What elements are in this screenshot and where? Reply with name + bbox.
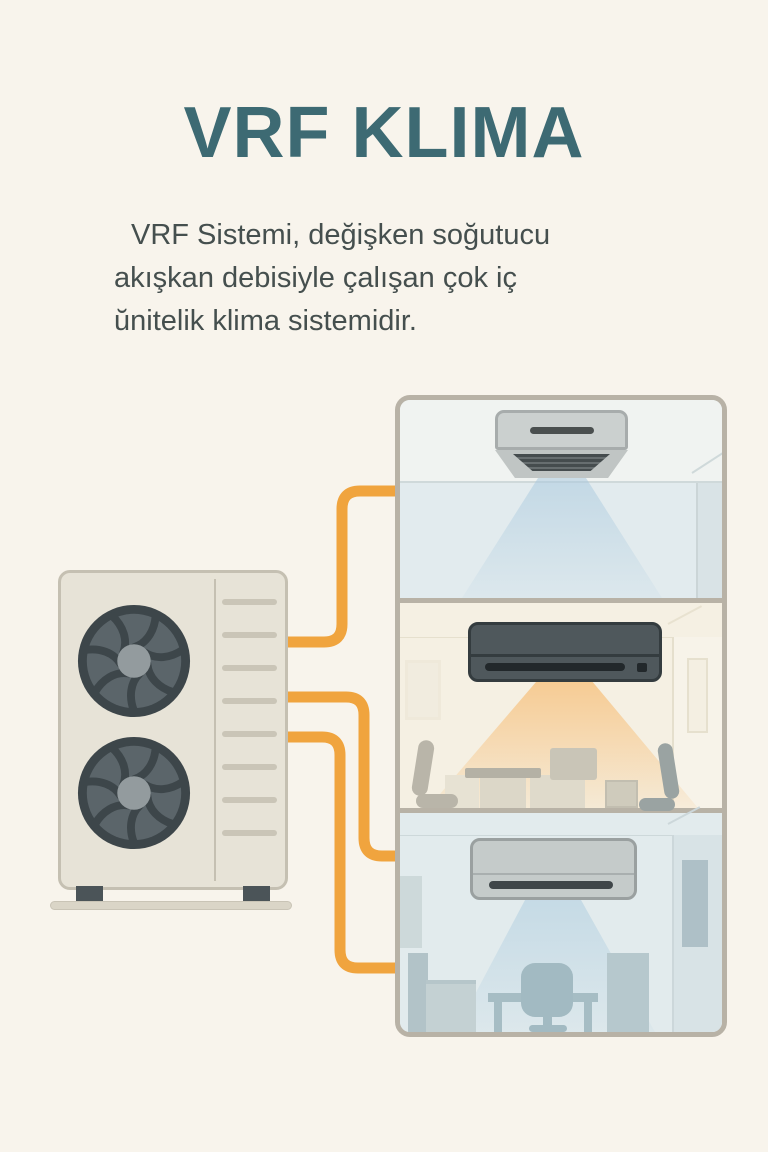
fan-icon (77, 604, 191, 718)
storage-box (550, 748, 597, 780)
picture-frame (400, 876, 422, 948)
wall-corner-line (667, 605, 703, 625)
outdoor-unit-foot (243, 886, 270, 903)
outdoor-unit (58, 570, 288, 890)
wall-unit-slot (489, 881, 613, 889)
wall-panel (682, 860, 708, 947)
ceiling-cassette-unit (495, 410, 628, 478)
chair-seat (416, 794, 458, 808)
grille-slat (222, 764, 277, 770)
wall-unit-slot (485, 663, 625, 671)
description-line-2: akışkan debisiyle çalışan çok iç (114, 262, 517, 294)
grille-slat (222, 731, 277, 737)
grille-slat (222, 797, 277, 803)
refrigerant-pipe-3 (286, 731, 402, 974)
wall-unit-vent-band (471, 654, 659, 679)
chair-seat (639, 798, 675, 811)
chair-back (656, 742, 681, 800)
floor-divider (400, 808, 722, 813)
outdoor-unit-base (50, 901, 292, 910)
picture-frame (405, 660, 441, 720)
cassette-diffuser (495, 450, 628, 478)
ceiling-line (400, 835, 672, 836)
cassette-vent (513, 454, 610, 471)
description-line-1: VRF Sistemi, değişken soğutucu (131, 219, 551, 251)
grille-slat (222, 665, 277, 671)
floor-bottom (400, 806, 722, 1032)
chair-pole (543, 1013, 552, 1029)
cabinet (408, 953, 428, 1032)
floor-divider (400, 598, 722, 603)
office-chair (410, 739, 467, 808)
wall-unit-vent-band (473, 873, 634, 897)
wall-unit-dark (468, 622, 662, 682)
wall-unit-indicator (637, 663, 647, 672)
picture-frame (687, 658, 708, 733)
chair-back (521, 963, 573, 1017)
bookshelf (607, 953, 649, 1032)
cool-airflow (462, 478, 662, 598)
description-line-3: ŭnitelik klima sistemidir. (114, 305, 417, 337)
outdoor-unit-foot (76, 886, 103, 903)
cassette-body (495, 410, 628, 450)
refrigerant-pipe-2 (286, 691, 402, 862)
table-top (465, 768, 541, 778)
side-wall (696, 483, 722, 598)
storage-box (605, 780, 638, 808)
grille-slat (222, 830, 277, 836)
desk-leg (584, 1002, 592, 1032)
outdoor-unit-panel-divider (214, 579, 216, 881)
storage-box (530, 775, 585, 808)
fan-icon (77, 736, 191, 850)
office-chair (512, 963, 582, 1032)
refrigerant-pipe-1 (286, 485, 402, 648)
page-title: VRF KLIMA (183, 93, 585, 173)
grille-slat (222, 599, 277, 605)
meeting-table (465, 768, 541, 808)
wall-unit-light (470, 838, 637, 900)
cassette-slot (530, 427, 594, 434)
chair-back (410, 739, 436, 797)
building (395, 395, 727, 1037)
grille-slat (222, 632, 277, 638)
side-table (426, 980, 476, 1032)
office-chair (639, 742, 681, 811)
grille-slat (222, 698, 277, 704)
floor-top (400, 400, 722, 598)
desk-leg (494, 1002, 502, 1032)
table-pedestal (480, 778, 526, 808)
floor-middle (400, 603, 722, 811)
description-text: VRF Sistemi, değişken soğutucu akışkan d… (114, 214, 654, 343)
chair-base (529, 1025, 567, 1032)
